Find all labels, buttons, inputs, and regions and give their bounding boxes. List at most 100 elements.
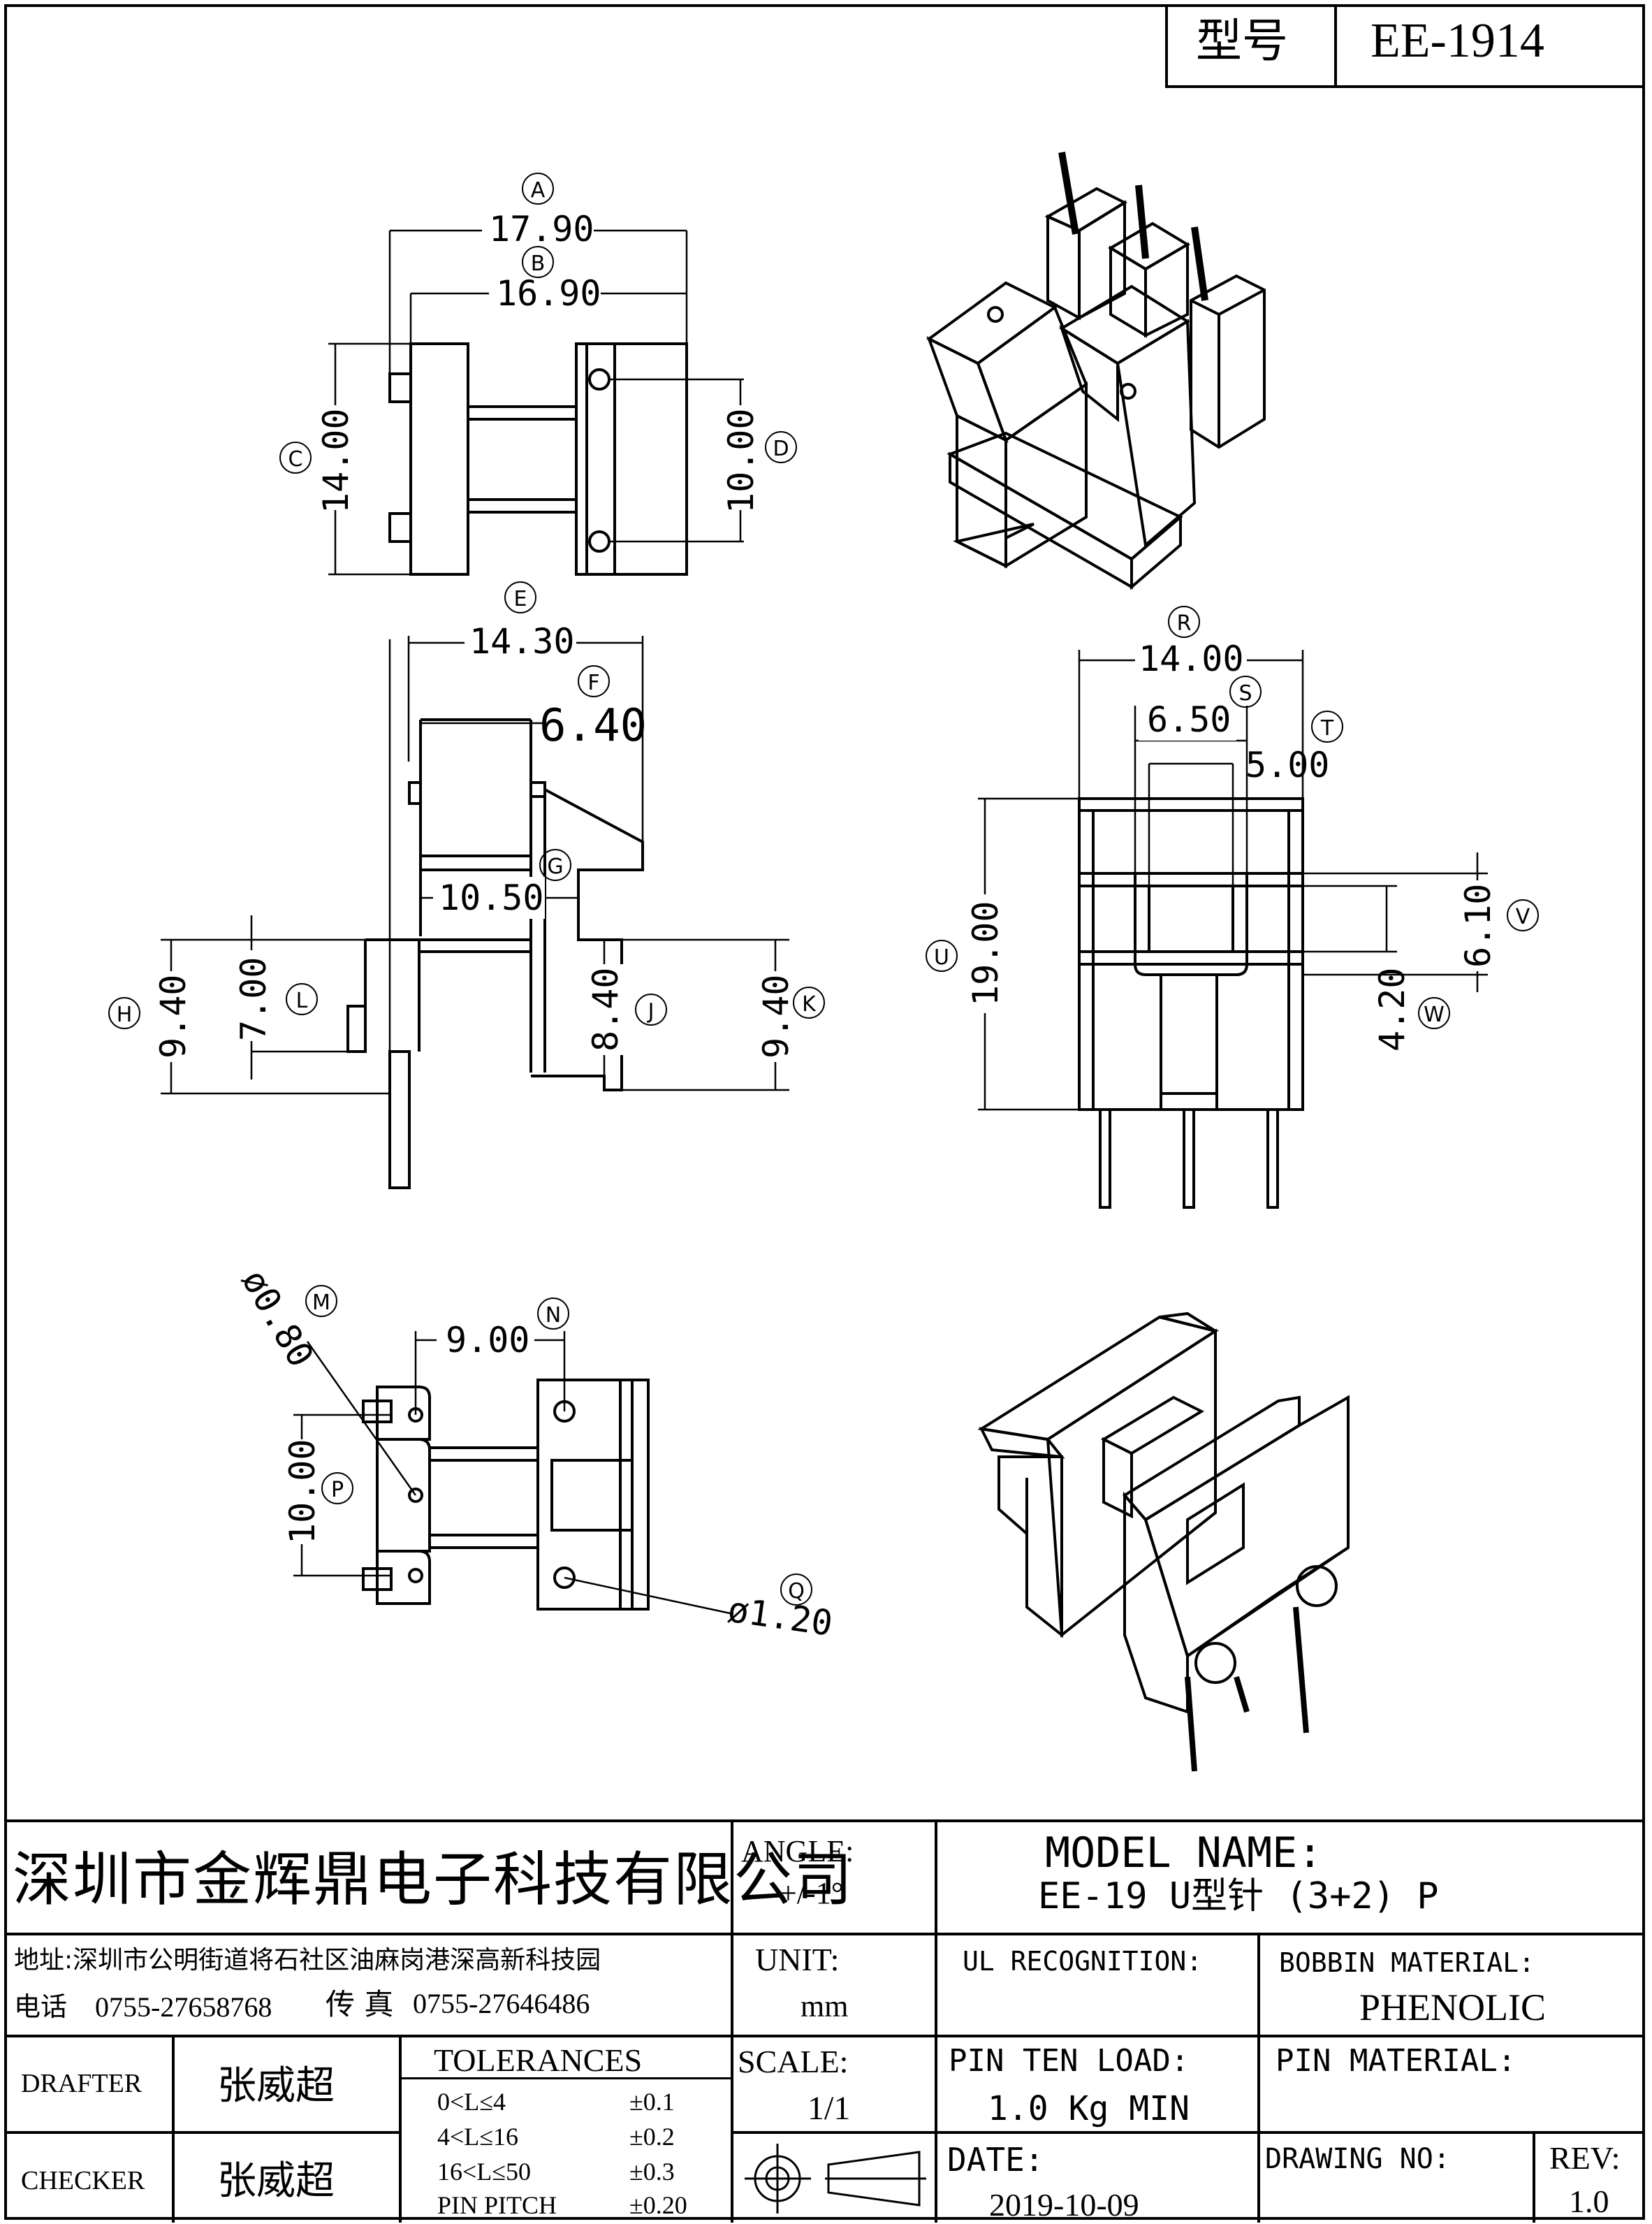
date-value: 2019-10-09 bbox=[989, 2187, 1139, 2223]
dim-f: 6.40 bbox=[539, 700, 647, 752]
dim-g: 10.50 bbox=[439, 878, 544, 918]
angle-label: ANGLE: bbox=[741, 1834, 854, 1868]
callout-g: G bbox=[539, 849, 571, 881]
dim-s: 6.50 bbox=[1147, 699, 1231, 740]
top-view bbox=[328, 229, 744, 576]
dim-l: 7.00 bbox=[233, 957, 274, 1041]
dim-text-top: 17.90 16.90 14.00 10.00 bbox=[314, 208, 761, 514]
dim-n: 9.00 bbox=[446, 1320, 529, 1360]
callout-a: A bbox=[522, 173, 554, 205]
svg-text:T: T bbox=[1320, 716, 1334, 741]
dim-text-front: 14.00 6.50 5.00 19.00 6.10 4.20 bbox=[964, 637, 1498, 1052]
pin-material-label: PIN MATERIAL: bbox=[1275, 2043, 1516, 2079]
model-name-value: EE-19 U型针 (3+2) P bbox=[1038, 1875, 1439, 1917]
callout-f: F bbox=[578, 665, 610, 697]
dim-c: 14.00 bbox=[316, 408, 356, 514]
unit-value: mm bbox=[801, 1989, 849, 2023]
dim-u: 19.00 bbox=[965, 901, 1006, 1006]
dim-m: ø0.80 bbox=[234, 1263, 321, 1374]
scale-label: SCALE: bbox=[738, 2044, 849, 2079]
rev-value: 1.0 bbox=[1569, 2183, 1609, 2219]
tolerance-range-4: PIN PITCH bbox=[437, 2191, 557, 2219]
svg-text:Q: Q bbox=[788, 1579, 805, 1604]
callout-k: K bbox=[793, 987, 825, 1019]
company-address: 地址:深圳市公明街道将石社区油麻岗港深高新科技园 bbox=[14, 1946, 601, 1975]
svg-text:U: U bbox=[934, 945, 949, 970]
tolerance-range-2: 4<L≤16 bbox=[437, 2123, 519, 2151]
model-header-box: 型号 EE-1914 bbox=[1165, 4, 1645, 88]
dim-d: 10.00 bbox=[721, 408, 761, 514]
tolerance-range-1: 0<L≤4 bbox=[437, 2088, 506, 2116]
bobbin-material-value: PHENOLIC bbox=[1359, 1986, 1546, 2028]
callout-b: B bbox=[522, 246, 554, 278]
projection-symbol bbox=[745, 2144, 926, 2214]
svg-text:V: V bbox=[1516, 905, 1530, 929]
dim-h: 9.40 bbox=[153, 975, 193, 1059]
dim-e: 14.30 bbox=[469, 621, 575, 662]
model-name-label: MODEL NAME: bbox=[1045, 1829, 1323, 1877]
svg-text:G: G bbox=[547, 855, 563, 879]
dim-v: 6.10 bbox=[1458, 884, 1498, 968]
svg-text:S: S bbox=[1238, 681, 1252, 706]
fax-number: 0755-27646486 bbox=[413, 1988, 590, 2019]
callout-r: R bbox=[1168, 606, 1200, 638]
drawing-frame bbox=[4, 4, 1645, 2220]
tolerance-value-3: ±0.3 bbox=[629, 2158, 675, 2186]
svg-text:L: L bbox=[296, 989, 308, 1013]
callout-n: N bbox=[537, 1298, 569, 1330]
svg-text:J: J bbox=[647, 999, 655, 1024]
dim-a: 17.90 bbox=[489, 209, 594, 249]
scale-value: 1/1 bbox=[807, 2090, 851, 2127]
svg-text:C: C bbox=[288, 447, 303, 472]
type-label: 型号 bbox=[1196, 14, 1288, 68]
callout-u: U bbox=[926, 940, 958, 972]
dim-k: 9.40 bbox=[756, 975, 796, 1059]
tolerance-range-3: 16<L≤50 bbox=[437, 2158, 532, 2186]
phone-number: 0755-27658768 bbox=[95, 1991, 272, 2023]
svg-text:W: W bbox=[1424, 1003, 1445, 1027]
dim-t: 5.00 bbox=[1245, 745, 1329, 785]
tolerances-label: TOLERANCES bbox=[434, 2042, 643, 2078]
drawing-no-label: DRAWING NO: bbox=[1265, 2143, 1450, 2175]
checker-name: 张威超 bbox=[217, 2158, 335, 2204]
tolerance-value-4: ±0.20 bbox=[629, 2191, 687, 2219]
isometric-view-top bbox=[926, 152, 1266, 590]
svg-text:B: B bbox=[531, 252, 546, 276]
callout-t: T bbox=[1311, 711, 1343, 743]
callout-m: M bbox=[305, 1285, 337, 1317]
svg-text:K: K bbox=[802, 992, 817, 1017]
svg-text:P: P bbox=[331, 1478, 344, 1502]
callout-p: P bbox=[321, 1472, 353, 1504]
technical-drawing: 17.90 16.90 14.00 10.00 bbox=[108, 152, 1539, 1772]
bottom-view bbox=[293, 1331, 734, 1615]
callout-q: Q bbox=[780, 1573, 812, 1606]
bobbin-material-label: BOBBIN MATERIAL: bbox=[1279, 1947, 1535, 1978]
svg-text:R: R bbox=[1177, 611, 1192, 636]
dim-p: 10.00 bbox=[282, 1439, 323, 1544]
front-view bbox=[978, 650, 1488, 1209]
callout-l: L bbox=[286, 983, 318, 1015]
tolerance-value-2: ±0.2 bbox=[629, 2123, 675, 2151]
rev-label: REV: bbox=[1549, 2140, 1621, 2176]
date-label: DATE: bbox=[947, 2141, 1044, 2179]
drafter-label: DRAFTER bbox=[21, 2069, 142, 2098]
callout-v: V bbox=[1507, 899, 1539, 931]
dim-text-side: 14.30 6.40 10.50 9.40 7.00 8.40 9.40 bbox=[150, 620, 796, 1062]
dim-j: 8.40 bbox=[585, 968, 626, 1052]
svg-text:N: N bbox=[546, 1303, 561, 1328]
pin-load-value: 1.0 Kg MIN bbox=[988, 2089, 1190, 2128]
callout-w: W bbox=[1418, 997, 1450, 1029]
dim-text-bottom: 9.00 10.00 ø0.80 ø1.20 bbox=[234, 1263, 835, 1644]
dim-q: ø1.20 bbox=[725, 1589, 835, 1643]
svg-text:D: D bbox=[773, 437, 789, 461]
callout-e: E bbox=[504, 581, 536, 613]
tolerance-value-1: ±0.1 bbox=[629, 2088, 675, 2116]
drafter-name: 张威超 bbox=[217, 2063, 335, 2109]
phone-label: 电话 bbox=[14, 1991, 68, 2022]
model-number: EE-1914 bbox=[1370, 14, 1544, 68]
callouts: A B C D E F G H L J K R S T U V W M N P … bbox=[108, 173, 1539, 1606]
callout-h: H bbox=[108, 997, 140, 1029]
dim-b: 16.90 bbox=[496, 273, 601, 314]
callout-j: J bbox=[635, 994, 667, 1026]
callout-c: C bbox=[279, 442, 312, 474]
